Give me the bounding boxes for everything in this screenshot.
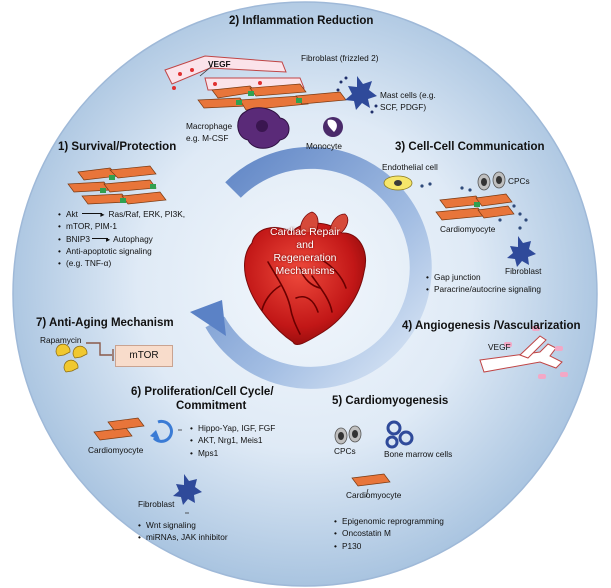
survival-item-tnf: (e.g. TNF-α) xyxy=(58,257,185,270)
cardiomyogenesis-item: Oncostatin M xyxy=(334,527,444,540)
cellcomm-fibroblast-icon xyxy=(507,236,536,267)
survival-item-antiapoptotic: Anti-apoptotic signaling xyxy=(58,245,185,258)
center-line-4: Mechanisms xyxy=(275,265,335,277)
cell-cycle-arrow-icon xyxy=(152,419,173,443)
survival-title: 1) Survival/Protection xyxy=(58,141,177,153)
bone-marrow-cell-icon xyxy=(385,420,414,449)
circular-arrow-icon xyxy=(190,146,432,389)
center-line-1: Cardiac Repair xyxy=(269,226,341,238)
survival-item-mtor-text: mTOR, PIM-1 xyxy=(66,221,118,232)
mtor-box: mTOR xyxy=(115,345,173,367)
center-line-2: and xyxy=(296,239,314,251)
arrow-icon xyxy=(82,213,103,214)
macrophage-icon xyxy=(237,107,290,149)
cellcomm-item: Gap junction xyxy=(426,271,541,284)
fibroblast-signaling-item: miRNAs, JAK inhibitor xyxy=(138,531,228,544)
center-line-3: Regeneration xyxy=(273,252,337,264)
cellcomm-cardiomyocyte-icon xyxy=(435,193,515,221)
rapamycin-icons xyxy=(55,343,88,373)
arrow-head-icon: ▸ xyxy=(100,209,105,219)
cardiomyogenesis-cpcs-label: CPCs xyxy=(334,446,356,456)
proliferation-item: AKT, Nrg1, Meis1 xyxy=(190,434,275,447)
proliferation-fibroblast-label: Fibroblast xyxy=(138,499,175,509)
fibroblast-signaling-item: Wnt signaling xyxy=(138,519,228,532)
cardiomyogenesis-cardiomyocyte-icon xyxy=(351,473,391,487)
vessel-branch-icon xyxy=(479,326,568,379)
cellcomm-title: 3) Cell-Cell Communication xyxy=(395,141,545,153)
cellcomm-cpcs-label: CPCs xyxy=(508,176,530,186)
inflammation-title: 2) Inflammation Reduction xyxy=(229,15,374,27)
survival-item-akt: Akt ▸Ras/Raf, ERK, PI3K, xyxy=(58,208,186,221)
antiaging-title: 7) Anti-Aging Mechanism xyxy=(36,317,174,329)
cpc-icon xyxy=(477,171,506,191)
inflammation-vegf-label: VEGF xyxy=(208,59,231,69)
proliferation-title-1: 6) Proliferation/Cell Cycle/ xyxy=(131,386,274,398)
cardiomyogenesis-list: Epigenomic reprogramming Oncostatin M P1… xyxy=(334,515,444,552)
cardiomyocyte-cluster-icon xyxy=(197,83,347,111)
arrow-icon xyxy=(91,237,108,239)
proliferation-cardiomyocyte-label: Cardiomyocyte xyxy=(88,445,144,455)
survival-item-autophagy: Autophagy xyxy=(113,233,153,244)
proliferation-item: Mps1 xyxy=(190,447,275,460)
survival-item-akt-text: Akt xyxy=(66,209,78,219)
monocyte-label: Monocyte xyxy=(306,141,342,151)
survival-item-antiapoptotic-text: Anti-apoptotic signaling xyxy=(66,245,152,256)
fibroblast-signaling-list: Wnt signaling miRNAs, JAK inhibitor xyxy=(138,519,228,544)
proliferation-list: Hippo-Yap, IGF, FGF AKT, Nrg1, Meis1 Mps… xyxy=(190,422,275,459)
inflammation-fibroblast-label: Fibroblast (frizzled 2) xyxy=(301,53,379,63)
cardiomyogenesis-item: Epigenomic reprogramming xyxy=(334,515,444,528)
cellcomm-list: Gap junction Paracrine/autocrine signali… xyxy=(426,271,541,296)
proliferation-cardiomyocyte-icon xyxy=(93,417,145,441)
survival-item-akt-targets: Ras/Raf, ERK, PI3K, xyxy=(108,209,186,219)
arrow-head-icon: ▸ xyxy=(105,233,111,244)
macrophage-label-2: e.g. M-CSF xyxy=(186,133,229,143)
bone-marrow-label: Bone marrow cells xyxy=(384,449,453,459)
cardiomyogenesis-title: 5) Cardiomyogenesis xyxy=(332,395,449,407)
survival-list: Akt ▸Ras/Raf, ERK, PI3K, mTOR, PIM-1 BNI… xyxy=(58,208,186,270)
proliferation-title-2: Commitment xyxy=(176,400,247,412)
cellcomm-item: Paracrine/autocrine signaling xyxy=(426,283,541,296)
survival-item-bnip3: BNIP3 ▸Autophagy xyxy=(58,233,185,246)
mast-cells-label-1: Mast cells (e.g. xyxy=(380,90,436,100)
inhibition-arrow-icon xyxy=(86,342,114,361)
proliferation-fibroblast-icon xyxy=(173,474,202,505)
survival-cells-icon xyxy=(67,165,167,205)
center-title: Cardiac Repair and Regeneration Mechanis… xyxy=(240,226,370,278)
rapamycin-label: Rapamycin xyxy=(40,335,82,345)
survival-item-bnip3-text: BNIP3 xyxy=(66,233,90,244)
survival-item-tnf-text: (e.g. TNF-α) xyxy=(66,258,112,269)
mast-cell-icon xyxy=(336,76,378,114)
angiogenesis-title: 4) Angiogenesis /Vascularization xyxy=(402,320,581,332)
cellcomm-graphics xyxy=(383,171,536,267)
proliferation-item: Hippo-Yap, IGF, FGF xyxy=(190,422,275,435)
cardiomyogenesis-cardiomyocyte-label: Cardiomyocyte xyxy=(346,490,402,500)
survival-item-mtor: mTOR, PIM-1 xyxy=(58,220,185,233)
monocyte-icon xyxy=(323,117,343,137)
cellcomm-cardiomyocyte-label: Cardiomyocyte xyxy=(440,224,496,234)
heart-icon xyxy=(244,211,366,346)
inflammation-graphics xyxy=(164,55,378,149)
cardiomyogenesis-item: P130 xyxy=(334,540,444,553)
mast-cells-label-2: SCF, PDGF) xyxy=(380,102,427,112)
cardiomyogenesis-cpc-icon xyxy=(334,425,362,445)
angiogenesis-vegf-label: VEGF xyxy=(488,342,511,352)
macrophage-label-1: Macrophage xyxy=(186,121,233,131)
endothelial-label: Endothelial cell xyxy=(382,162,438,172)
